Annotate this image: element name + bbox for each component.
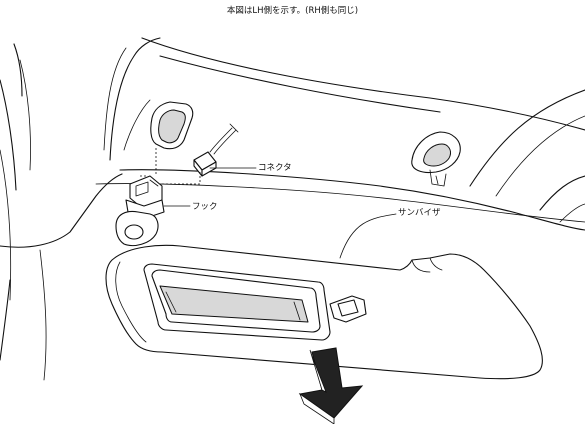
removal-direction-arrow [298,347,364,424]
visor-mount-socket [150,101,194,150]
connector-label: コネクタ [258,163,292,173]
sun-visor [105,244,543,380]
hook-label: フック [192,202,218,212]
sun-visor-label: サンバイザ [398,208,441,218]
hook [115,175,165,247]
headliner-panel [0,37,585,381]
visor-retainer-clip [411,131,461,187]
attachment-guide-lines [140,148,201,185]
leader-lines [163,167,397,259]
diagram-note: 本図はLH側を示す。(RH側も同じ) [226,6,359,16]
